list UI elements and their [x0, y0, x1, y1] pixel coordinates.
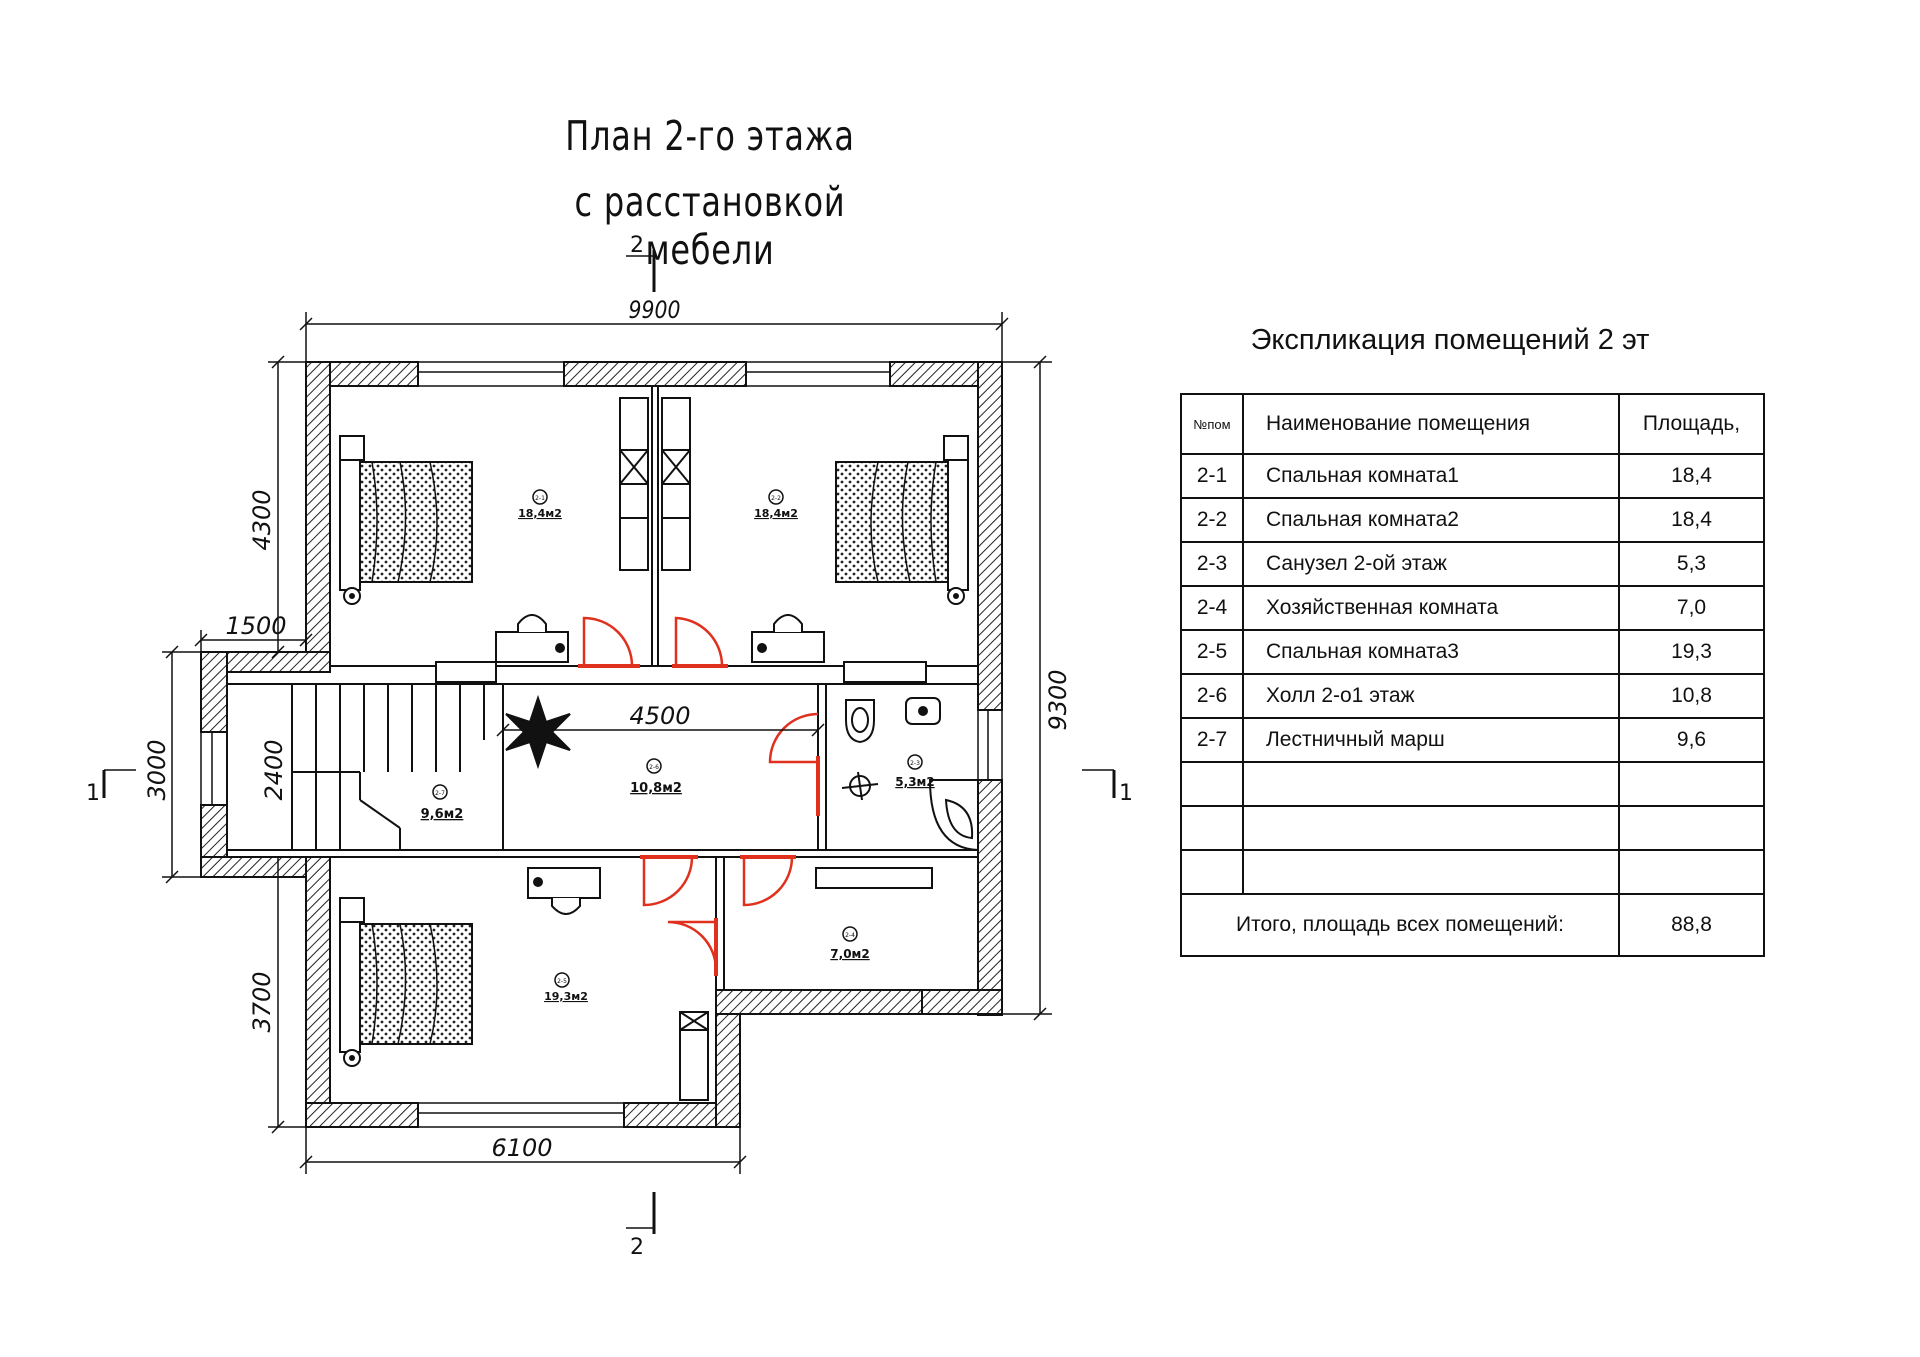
dim-left-4300: 4300 [248, 489, 276, 550]
row-num: 2-2 [1180, 497, 1244, 543]
total-label: Итого, площадь всех помещений: [1180, 893, 1620, 957]
room-tag-2-3: 2-3 [910, 760, 920, 767]
section-mark-top: 2 [630, 233, 644, 258]
table-row: 2-2 Спальная комната2 18,4 [1180, 497, 1765, 543]
total-value: 88,8 [1618, 893, 1765, 957]
row-area: 18,4 [1618, 497, 1765, 543]
dimension-lines [102, 250, 1116, 1234]
room-tag-2-5: 2-5 [557, 978, 567, 985]
room-tag-2-2: 2-2 [771, 495, 781, 502]
section-mark-left: 1 [86, 781, 100, 806]
row-num: 2-6 [1180, 673, 1244, 719]
room-tag-2-4: 2-4 [845, 932, 855, 939]
explication-table: №пом Наименование помещения Площадь, 2-1… [1180, 393, 1765, 957]
table-row: 2-3 Санузел 2-ой этаж 5,3 [1180, 541, 1765, 587]
room-area-2-7: 9,6м2 [421, 807, 464, 822]
room-tags: 2-1 18,4м2 2-2 18,4м2 2-3 5,3м2 2-4 7,0м… [421, 489, 935, 1003]
total-row: Итого, площадь всех помещений: 88,8 [1180, 893, 1765, 957]
row-name: Санузел 2-ой этаж [1242, 541, 1620, 587]
plan-title-line1: План 2-го этажа [565, 112, 855, 160]
empty-row [1180, 849, 1765, 895]
section-mark-right: 1 [1119, 781, 1133, 806]
dimension-labels: 9900 4300 1500 3000 2400 3700 9300 4500 … [143, 296, 1072, 1162]
bed-room-2-1 [339, 435, 473, 605]
dim-left-1500: 1500 [225, 612, 286, 640]
row-name: Лестничный марш [1242, 717, 1620, 763]
row-num: 2-7 [1180, 717, 1244, 763]
room-area-2-5: 19,3м2 [544, 990, 588, 1003]
room-tag-2-1: 2-1 [535, 495, 545, 502]
bathroom-fixtures [841, 697, 979, 852]
row-num: 2-5 [1180, 629, 1244, 675]
row-num: 2-4 [1180, 585, 1244, 631]
section-labels: 2 2 1 1 [86, 233, 1133, 1260]
empty-row [1180, 761, 1765, 807]
table-row: 2-6 Холл 2-о1 этаж 10,8 [1180, 673, 1765, 719]
row-name: Спальная комната3 [1242, 629, 1620, 675]
room-area-2-1: 18,4м2 [518, 507, 562, 520]
row-area: 7,0 [1618, 585, 1765, 631]
row-area: 18,4 [1618, 453, 1765, 499]
staircase [226, 683, 504, 851]
exterior-walls [200, 361, 1003, 1128]
bed-room-2-2 [835, 435, 969, 605]
header-name: Наименование помещения [1242, 393, 1620, 455]
row-area: 10,8 [1618, 673, 1765, 719]
bed-room-2-5 [339, 897, 473, 1067]
dim-top-9900: 9900 [629, 296, 681, 324]
table-row: 2-1 Спальная комната1 18,4 [1180, 453, 1765, 499]
room-area-2-4: 7,0м2 [830, 947, 869, 961]
row-name: Холл 2-о1 этаж [1242, 673, 1620, 719]
header-area: Площадь, [1618, 393, 1765, 455]
dim-left-3700: 3700 [248, 971, 276, 1032]
row-area: 5,3 [1618, 541, 1765, 587]
row-name: Спальная комната2 [1242, 497, 1620, 543]
dim-hall-4500: 4500 [629, 702, 690, 730]
dim-right-9300: 9300 [1044, 669, 1072, 730]
row-name: Спальная комната1 [1242, 453, 1620, 499]
room-tag-2-7: 2-7 [435, 790, 445, 797]
plant [505, 694, 571, 770]
row-num: 2-3 [1180, 541, 1244, 587]
wardrobes [619, 397, 709, 1101]
empty-row [1180, 805, 1765, 851]
room-tag-2-6: 2-6 [649, 764, 659, 771]
section-mark-bottom: 2 [630, 1235, 644, 1260]
header-num: №пом [1180, 393, 1244, 455]
dim-bottom-6100: 6100 [491, 1134, 552, 1162]
doors [578, 616, 820, 976]
dim-left-3000: 3000 [143, 739, 171, 800]
plan-title-line2: с расстановкой мебели [574, 178, 846, 274]
row-num: 2-1 [1180, 453, 1244, 499]
row-area: 19,3 [1618, 629, 1765, 675]
row-area: 9,6 [1618, 717, 1765, 763]
table-row: 2-7 Лестничный марш 9,6 [1180, 717, 1765, 763]
windows [200, 361, 1003, 1128]
table-row: 2-5 Спальная комната3 19,3 [1180, 629, 1765, 675]
desks [435, 614, 933, 915]
dim-left-2400: 2400 [260, 739, 288, 800]
table-row: 2-4 Хозяйственная комната 7,0 [1180, 585, 1765, 631]
row-name: Хозяйственная комната [1242, 585, 1620, 631]
explication-title: Экспликация помещений 2 эт [1250, 324, 1650, 356]
table-header-row: №пом Наименование помещения Площадь, [1180, 393, 1765, 455]
room-area-2-2: 18,4м2 [754, 507, 798, 520]
room-area-2-3: 5,3м2 [895, 775, 934, 789]
room-area-2-6: 10,8м2 [630, 781, 682, 796]
